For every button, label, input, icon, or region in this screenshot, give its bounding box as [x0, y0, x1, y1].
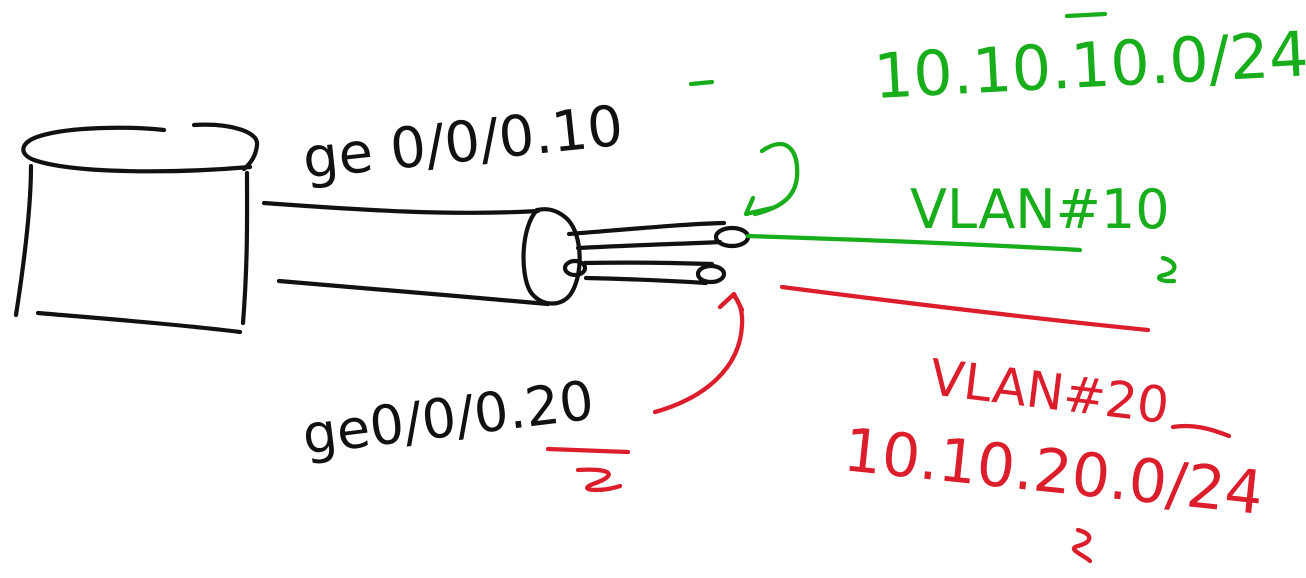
router-top-ellipse-left [21, 125, 253, 174]
cable-end-cap [521, 207, 582, 306]
vlan-10-label: VLAN#10 [910, 178, 1170, 241]
subnet-10-label: 10.10.10.0/24 [872, 17, 1306, 113]
router-left-side [13, 163, 34, 318]
router-bottom-edge [35, 310, 243, 335]
red-accents [1071, 423, 1232, 564]
router-device [13, 122, 260, 335]
vlan-10-arrow-head [743, 195, 775, 217]
subnet-20-label: 10.10.20.0/24 [840, 415, 1266, 529]
subif-10-lower [575, 239, 723, 251]
trunk-cable [261, 200, 751, 307]
ge-10-label: ge 0/0/0.10 [300, 94, 627, 192]
vlan-20-underline-right [575, 467, 623, 493]
green-accents [688, 11, 1177, 284]
router-right-side [240, 170, 250, 326]
subif-20-upper [582, 260, 715, 267]
subif-20-lower [583, 275, 709, 286]
cable-top-line [261, 200, 541, 215]
vlan-20-arrow [652, 293, 745, 415]
subif-20-end [695, 263, 727, 285]
vlan-20-link-line [779, 284, 1151, 333]
vlan-20-group [545, 284, 1151, 493]
accent-subnet-20-top [1170, 423, 1232, 439]
vlan-10-group [743, 142, 1083, 253]
cable-bottom-line [276, 278, 551, 307]
accent-subnet-20-bottom [1071, 527, 1093, 564]
accent-left [688, 79, 715, 87]
subif-10-upper [566, 220, 727, 237]
subif-20-start [562, 258, 588, 278]
vlan-10-link-line [745, 233, 1083, 253]
router-top-ellipse-right [191, 122, 260, 172]
subif-10-end [713, 225, 751, 249]
accent-top-right [1064, 11, 1108, 19]
accent-vlan-10 [1156, 255, 1177, 284]
vlan-20-label: VLAN#20 [927, 348, 1173, 435]
ge-20-label: ge0/0/0.20 [299, 369, 597, 467]
vlan-20-underline-left [545, 446, 631, 455]
vlan-10-arrow [752, 142, 800, 217]
vlan-20-arrow-head [717, 291, 745, 313]
